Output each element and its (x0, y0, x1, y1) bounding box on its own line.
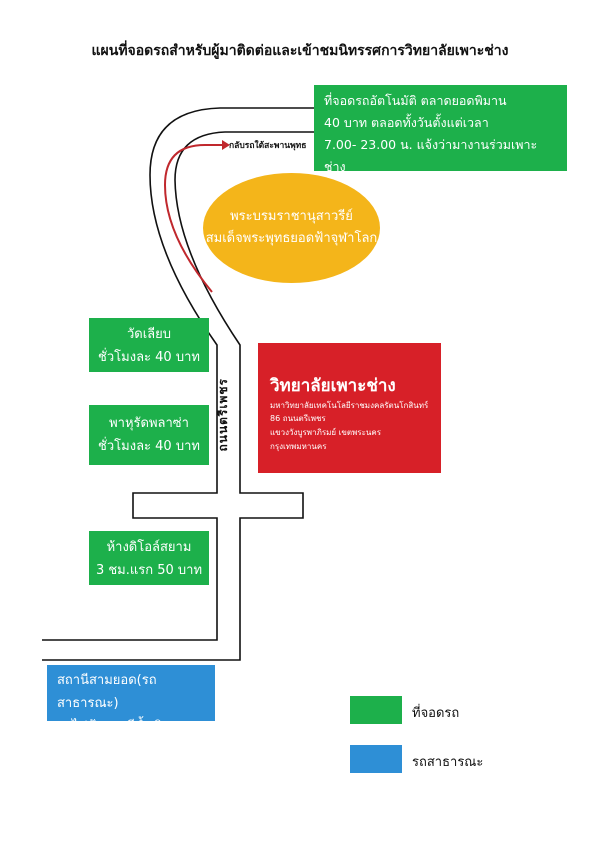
monument-landmark: พระบรมราชานุสาวรีย์ สมเด็จพระพุทธยอดฟ้าจ… (203, 173, 380, 283)
road-inner-right (42, 131, 315, 661)
parking-old-siam-name: ห้างดิโอล์สยาม (106, 540, 192, 555)
legend-parking-label: ที่จอดรถ (412, 706, 460, 721)
parking-yodpiman-line2: 40 บาท ตลอดทั้งวันตั้งแต่เวลา (324, 114, 489, 130)
parking-pahurat-rate: ชั่วโมงละ 40 บาท (98, 438, 200, 454)
parking-wat-liab: วัดเลียบ ชั่วโมงละ 40 บาท (89, 318, 209, 372)
road-outer-left (42, 107, 221, 641)
monument-line2: สมเด็จพระพุทธยอดฟ้าจุฬาโลก (205, 231, 378, 246)
transit-line-name: รถไฟฟ้าสายสีน้ำเงิน (57, 718, 171, 734)
parking-pahurat-plaza: พาหุรัดพลาซ่า ชั่วโมงละ 40 บาท (89, 405, 209, 465)
parking-wat-liab-name: วัดเลียบ (126, 327, 172, 342)
transit-station-name: สถานีสามยอด(รถสาธารณะ) (57, 673, 157, 711)
college-name: วิทยาลัยเพาะช่าง (270, 376, 396, 396)
parking-wat-liab-rate: ชั่วโมงละ 40 บาท (98, 349, 200, 365)
college-university: มหาวิทยาลัยเทคโนโลยีราชมงคลรัตนโกสินทร์ (270, 400, 429, 410)
u-turn-arrow (163, 144, 222, 293)
map-title: แผนที่จอดรถสำหรับผู้มาติดต่อและเข้าชมนิท… (91, 43, 509, 59)
u-turn-arrowhead (222, 140, 230, 150)
college-address-street: 86 ถนนตรีเพชร (270, 414, 326, 424)
transit-sam-yot: สถานีสามยอด(รถสาธารณะ) รถไฟฟ้าสายสีน้ำเง… (47, 665, 215, 734)
u-turn-label: กลับรถใต้สะพานพุทธ (229, 141, 307, 151)
legend-transit-label: รถสาธารณะ (412, 755, 484, 770)
parking-yodpiman-line3: 7.00- 23.00 น. แจ้งว่ามางานร่วมเพาะช่าง (324, 136, 538, 174)
parking-yodpiman: ที่จอดรถอัตโนมัติ ตลาดยอดพิมาน 40 บาท ตล… (314, 85, 567, 174)
college-address-district: แขวงวังบูรพาภิรมย์ เขตพระนคร (270, 427, 382, 437)
college-address-city: กรุงเทพมหานคร (270, 441, 327, 451)
parking-old-siam: ห้างดิโอล์สยาม 3 ชม.แรก 50 บาท (89, 531, 209, 585)
college-poh-chang: วิทยาลัยเพาะช่าง มหาวิทยาลัยเทคโนโลยีราช… (258, 343, 441, 473)
road-name-tri-phet: ถนนตรีเพชร (216, 378, 230, 452)
parking-yodpiman-line1: ที่จอดรถอัตโนมัติ ตลาดยอดพิมาน (324, 93, 507, 108)
parking-old-siam-rate: 3 ชม.แรก 50 บาท (95, 562, 203, 578)
parking-pahurat-name: พาหุรัดพลาซ่า (109, 416, 189, 431)
monument-line1: พระบรมราชานุสาวรีย์ (230, 208, 353, 224)
legend-parking-swatch (350, 696, 402, 724)
legend-transit-swatch (350, 745, 402, 773)
